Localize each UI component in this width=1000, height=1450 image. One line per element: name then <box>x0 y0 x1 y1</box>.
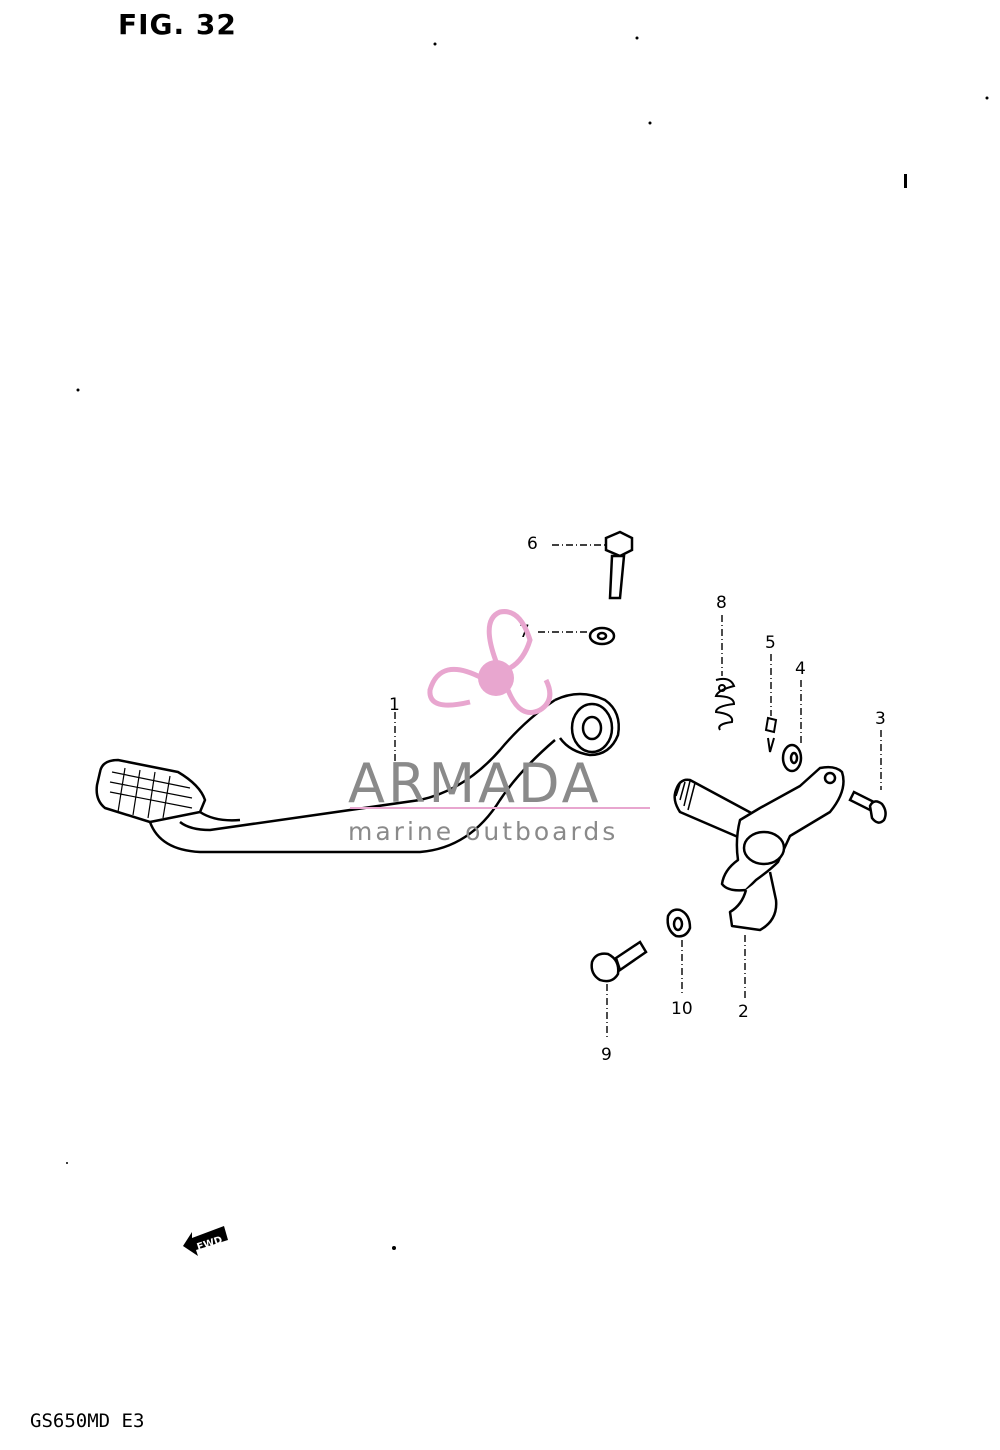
nut-part-10 <box>666 908 692 938</box>
brake-pedal-part-1 <box>95 692 620 854</box>
propeller-logo-icon <box>427 609 553 715</box>
bolt-part-3 <box>848 790 887 824</box>
bolt-part-6 <box>604 530 634 600</box>
watermark-tagline: marine outboards <box>348 817 618 846</box>
callout-1: 1 <box>389 695 400 715</box>
forward-arrow-icon: FWD <box>183 1226 228 1256</box>
washer-part-4 <box>781 743 803 773</box>
callout-4: 4 <box>795 659 806 679</box>
propeller-hub-icon <box>478 660 514 696</box>
model-code: GS650MD E3 <box>30 1410 145 1432</box>
spring-part-8 <box>714 677 736 731</box>
pin-part-5 <box>764 716 778 753</box>
callout-9: 9 <box>601 1045 612 1065</box>
brake-shaft-part-2 <box>673 765 845 932</box>
armada-watermark: ARMADA marine outboards <box>348 609 650 846</box>
washer-part-7 <box>588 626 616 646</box>
bolt-part-9 <box>590 940 648 983</box>
callout-2: 2 <box>738 1002 749 1022</box>
watermark-brand: ARMADA <box>348 752 602 815</box>
leader-lines <box>394 544 882 1040</box>
callout-10: 10 <box>671 999 693 1019</box>
scan-specks <box>66 36 989 1250</box>
callout-6: 6 <box>527 534 538 554</box>
callout-3: 3 <box>875 709 886 729</box>
callout-8: 8 <box>716 593 727 613</box>
callout-5: 5 <box>765 633 776 653</box>
figure-title: FIG. 32 <box>118 8 237 41</box>
